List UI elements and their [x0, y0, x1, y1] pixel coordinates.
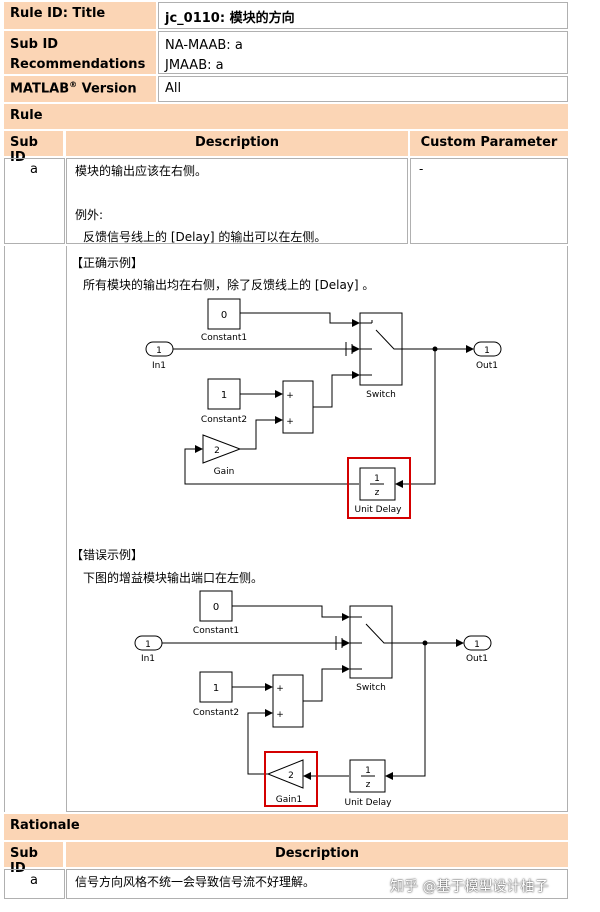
matlab-label-rest: Version	[77, 81, 137, 97]
gain-value: 2	[214, 446, 220, 456]
sum-block[interactable]	[272, 674, 304, 728]
out1-port-number: 1	[484, 346, 490, 356]
unit-delay-label: Unit Delay	[355, 505, 403, 515]
gain1-value: 2	[288, 771, 294, 781]
rationale-col-subid-text: Sub ID	[10, 846, 38, 876]
constant1-block[interactable]	[199, 590, 233, 622]
sum-plus-bottom: +	[276, 710, 284, 720]
rationale-row-id-cell	[4, 869, 65, 899]
wrong-example-title: 【错误示例】	[71, 548, 144, 562]
constant2-block[interactable]	[207, 378, 241, 410]
sum-plus-top: +	[286, 391, 294, 401]
gain-label: Gain	[214, 467, 235, 477]
in1-label: In1	[152, 361, 166, 371]
out1-port[interactable]	[473, 341, 502, 357]
examples-bottom-border	[66, 811, 568, 812]
rule-col-description-text: Description	[194, 135, 280, 150]
constant2-value: 1	[221, 390, 227, 401]
watermark-text: 知乎 @基于模型设计柚子	[390, 879, 549, 895]
rationale-col-description: Description	[66, 842, 568, 867]
rule-col-custom-text: Custom Parameter	[420, 135, 558, 150]
rule-col-subid: Sub ID	[4, 131, 63, 165]
constant2-label: Constant2	[193, 708, 239, 718]
switch-label: Switch	[366, 390, 396, 400]
rule-id-value: jc_0110: 模块的方向	[158, 2, 568, 29]
constant1-value: 0	[221, 310, 227, 321]
subid-value-line1: NA-MAAB: a	[165, 38, 243, 53]
out1-port-number: 1	[474, 640, 480, 650]
constant1-block[interactable]	[207, 298, 241, 330]
rationale-desc: 信号方向风格不统一会导致信号流不好理解。	[75, 875, 316, 889]
out1-label: Out1	[466, 654, 488, 664]
sum-plus-top: +	[276, 684, 284, 694]
wrong-example-desc: 下图的增益模块输出端口在左侧。	[83, 571, 264, 585]
constant1-label: Constant1	[193, 626, 239, 636]
rule-col-custom: Custom Parameter	[410, 131, 568, 156]
rule-row-id: a	[30, 162, 38, 177]
in1-port-number: 1	[145, 640, 151, 650]
rule-col-subid-text: Sub ID	[10, 135, 38, 165]
rule-section-text: Rule	[10, 108, 43, 123]
subid-value-line2: JMAAB: a	[165, 58, 224, 73]
subid-label-line2: Recommendations	[10, 57, 146, 72]
rule-section-title: Rule	[4, 104, 568, 129]
constant2-label: Constant2	[201, 415, 247, 425]
rule-row-desc-cell	[66, 158, 408, 244]
constant1-value: 0	[213, 602, 219, 613]
gain-block[interactable]	[202, 434, 242, 464]
unit-delay-numerator: 1	[365, 766, 371, 776]
rationale-row-desc-cell	[66, 869, 568, 899]
rule-desc-line3: 反馈信号线上的 [Delay] 的输出可以在左侧。	[83, 230, 327, 244]
rule-row-custom-cell	[410, 158, 568, 244]
rationale-col-subid: Sub ID	[4, 842, 63, 876]
matlab-version-value: All	[158, 76, 568, 102]
switch-label: Switch	[356, 683, 386, 693]
unit-delay-label: Unit Delay	[345, 798, 393, 808]
matlab-version-text: All	[165, 81, 182, 96]
rule-id-value-text: jc_0110: 模块的方向	[165, 11, 295, 26]
rule-row-id-cell	[4, 158, 65, 244]
in1-label: In1	[141, 654, 155, 664]
unit-delay-denominator: z	[375, 488, 380, 498]
rule-id-label: Rule ID: Title	[4, 2, 156, 29]
constant2-value: 1	[213, 683, 219, 694]
rule-col-description: Description	[66, 131, 408, 156]
correct-example-desc: 所有模块的输出均在右侧，除了反馈线上的 [Delay] 。	[83, 278, 375, 292]
rationale-section-text: Rationale	[10, 818, 80, 833]
rule-id-label-text: Rule ID: Title	[10, 6, 106, 21]
rationale-row-id: a	[30, 873, 38, 888]
unit-delay-denominator: z	[366, 780, 371, 790]
rule-custom-value: -	[419, 162, 424, 176]
subid-recommendations-value: NA-MAAB: a JMAAB: a	[158, 31, 568, 74]
registered-mark: ®	[69, 80, 78, 89]
rule-desc-line1: 模块的输出应该在右侧。	[75, 164, 208, 178]
examples-left-border	[66, 246, 67, 812]
matlab-label-text: MATLAB	[10, 81, 70, 97]
matlab-version-label: MATLAB® Version	[4, 76, 156, 102]
out1-label: Out1	[476, 361, 498, 371]
rationale-col-description-text: Description	[274, 846, 360, 861]
subid-label-line1: Sub ID	[10, 37, 59, 52]
in1-port-number: 1	[156, 346, 162, 356]
gain1-highlight	[264, 751, 318, 807]
unit-delay-highlight	[347, 457, 411, 519]
rationale-section-title: Rationale	[4, 814, 568, 840]
gain1-block[interactable]	[266, 759, 304, 789]
unit-delay-numerator: 1	[374, 474, 380, 484]
correct-example-title: 【正确示例】	[71, 256, 144, 270]
rule-desc-line2: 例外:	[75, 208, 104, 222]
subid-column-left-border	[4, 246, 5, 812]
subid-recommendations-label: Sub ID Recommendations	[4, 31, 156, 74]
gain1-label: Gain1	[276, 795, 302, 805]
sum-plus-bottom: +	[286, 417, 294, 427]
out1-port[interactable]	[463, 635, 492, 651]
switch-block[interactable]	[349, 605, 393, 679]
constant1-label: Constant1	[201, 333, 247, 343]
examples-right-border	[567, 246, 568, 812]
